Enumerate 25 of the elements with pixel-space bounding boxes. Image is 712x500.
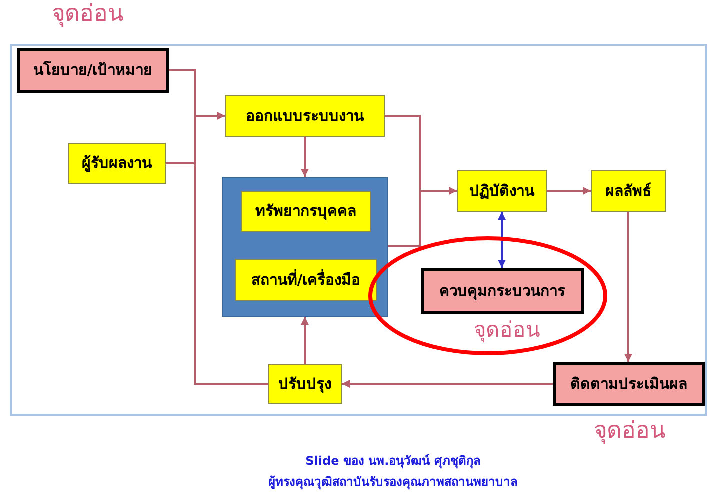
weak-point-note: จุดอ่อน [594, 420, 666, 443]
credit-text: ผู้ทรงคุณวุฒิสถาบันรับรองคุณภาพสถานพยาบาล [268, 476, 518, 488]
arrow [342, 380, 553, 388]
arrow [624, 212, 632, 362]
process-box: ปรับปรุง [268, 364, 342, 404]
highlighted-process-box: ติดตามประเมินผล [553, 362, 705, 406]
process-box: ผลลัพธ์ [591, 170, 666, 212]
highlighted-process-box: ควบคุมกระบวนการ [421, 268, 584, 314]
process-box: ออกแบบระบบงาน [225, 95, 385, 137]
weak-point-label: จุดอ่อน [474, 320, 540, 341]
arrow [301, 137, 309, 177]
weak-point-note: จุดอ่อน [52, 3, 124, 26]
arrow [388, 187, 457, 247]
process-box: สถานที่/เครื่องมือ [235, 259, 377, 301]
credit-text: Slide ของ นพ.อนุวัฒน์ ศุภชุติกุล [306, 455, 480, 467]
process-box: ทรัพยากรบุคคล [241, 191, 371, 232]
process-box: ปฏิบัติงาน [457, 170, 547, 212]
arrow [194, 112, 268, 385]
arrow [301, 317, 309, 364]
arrow [547, 187, 591, 195]
highlight-ellipse [368, 236, 608, 356]
resource-panel [222, 177, 388, 317]
process-box: ผู้รับผลงาน [68, 143, 166, 184]
arrow [498, 212, 506, 268]
highlighted-process-box: นโยบาย/เป้าหมาย [17, 48, 169, 93]
